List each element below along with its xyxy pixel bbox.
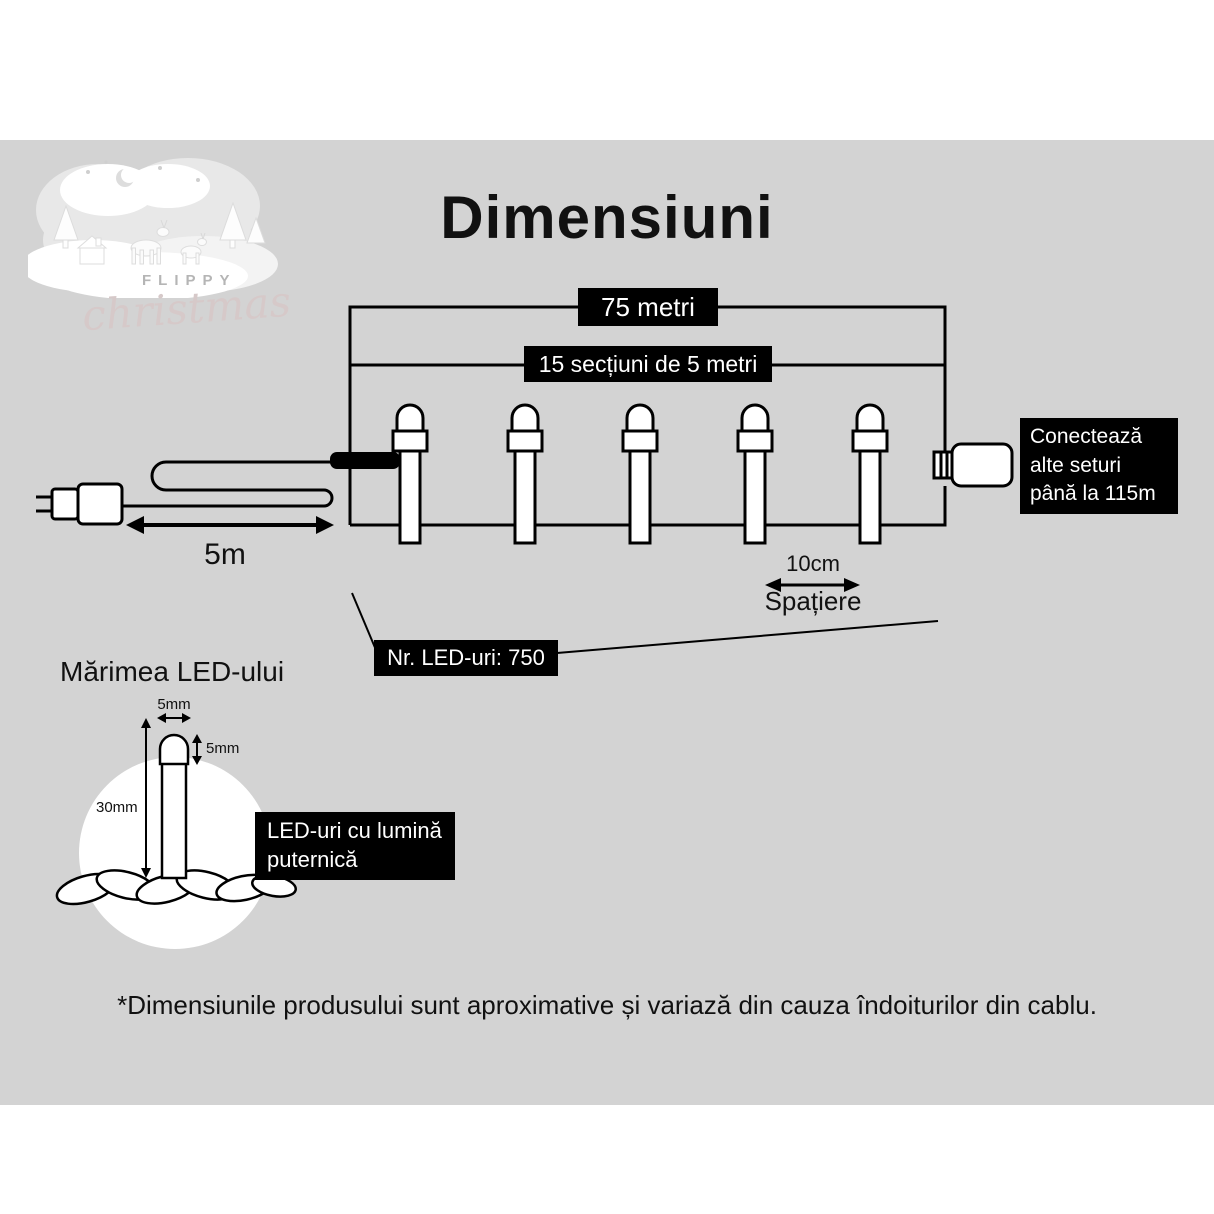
lead-length-label: 5m xyxy=(204,538,246,571)
star-icon xyxy=(158,166,162,170)
brand-name: FLIPPY xyxy=(142,272,237,289)
winter-scene-illustration xyxy=(28,158,278,298)
house-icon xyxy=(76,235,108,265)
led-width-label: 5mm xyxy=(157,696,191,713)
led-count-box: Nr. LED-uri: 750 xyxy=(374,640,558,676)
spacing-label: Spațiere xyxy=(764,586,862,616)
logo-sky xyxy=(60,160,210,216)
disclaimer-footnote: *Dimensiunile produsului sunt aproximati… xyxy=(117,990,1097,1020)
page-title: Dimensiuni xyxy=(440,184,774,251)
sections-box: 15 secțiuni de 5 metri xyxy=(524,346,772,382)
tree-icons xyxy=(53,201,266,249)
star-icon xyxy=(196,178,200,182)
spacing-value-label: 10cm xyxy=(786,551,840,576)
led-dome-height-label: 5mm xyxy=(206,740,240,757)
star-icon xyxy=(86,170,90,174)
deer-icon xyxy=(130,219,170,265)
star-icon xyxy=(104,160,108,164)
connect-note-box: Conectează alte seturi până la 115m xyxy=(1020,418,1178,514)
led-callout-box: LED-uri cu lumină puternică xyxy=(255,812,455,880)
total-length-box: 75 metri xyxy=(578,288,718,326)
led-length-label: 30mm xyxy=(96,799,138,816)
led-size-heading: Mărimea LED-ului xyxy=(60,656,285,687)
deer-icon xyxy=(180,232,207,265)
